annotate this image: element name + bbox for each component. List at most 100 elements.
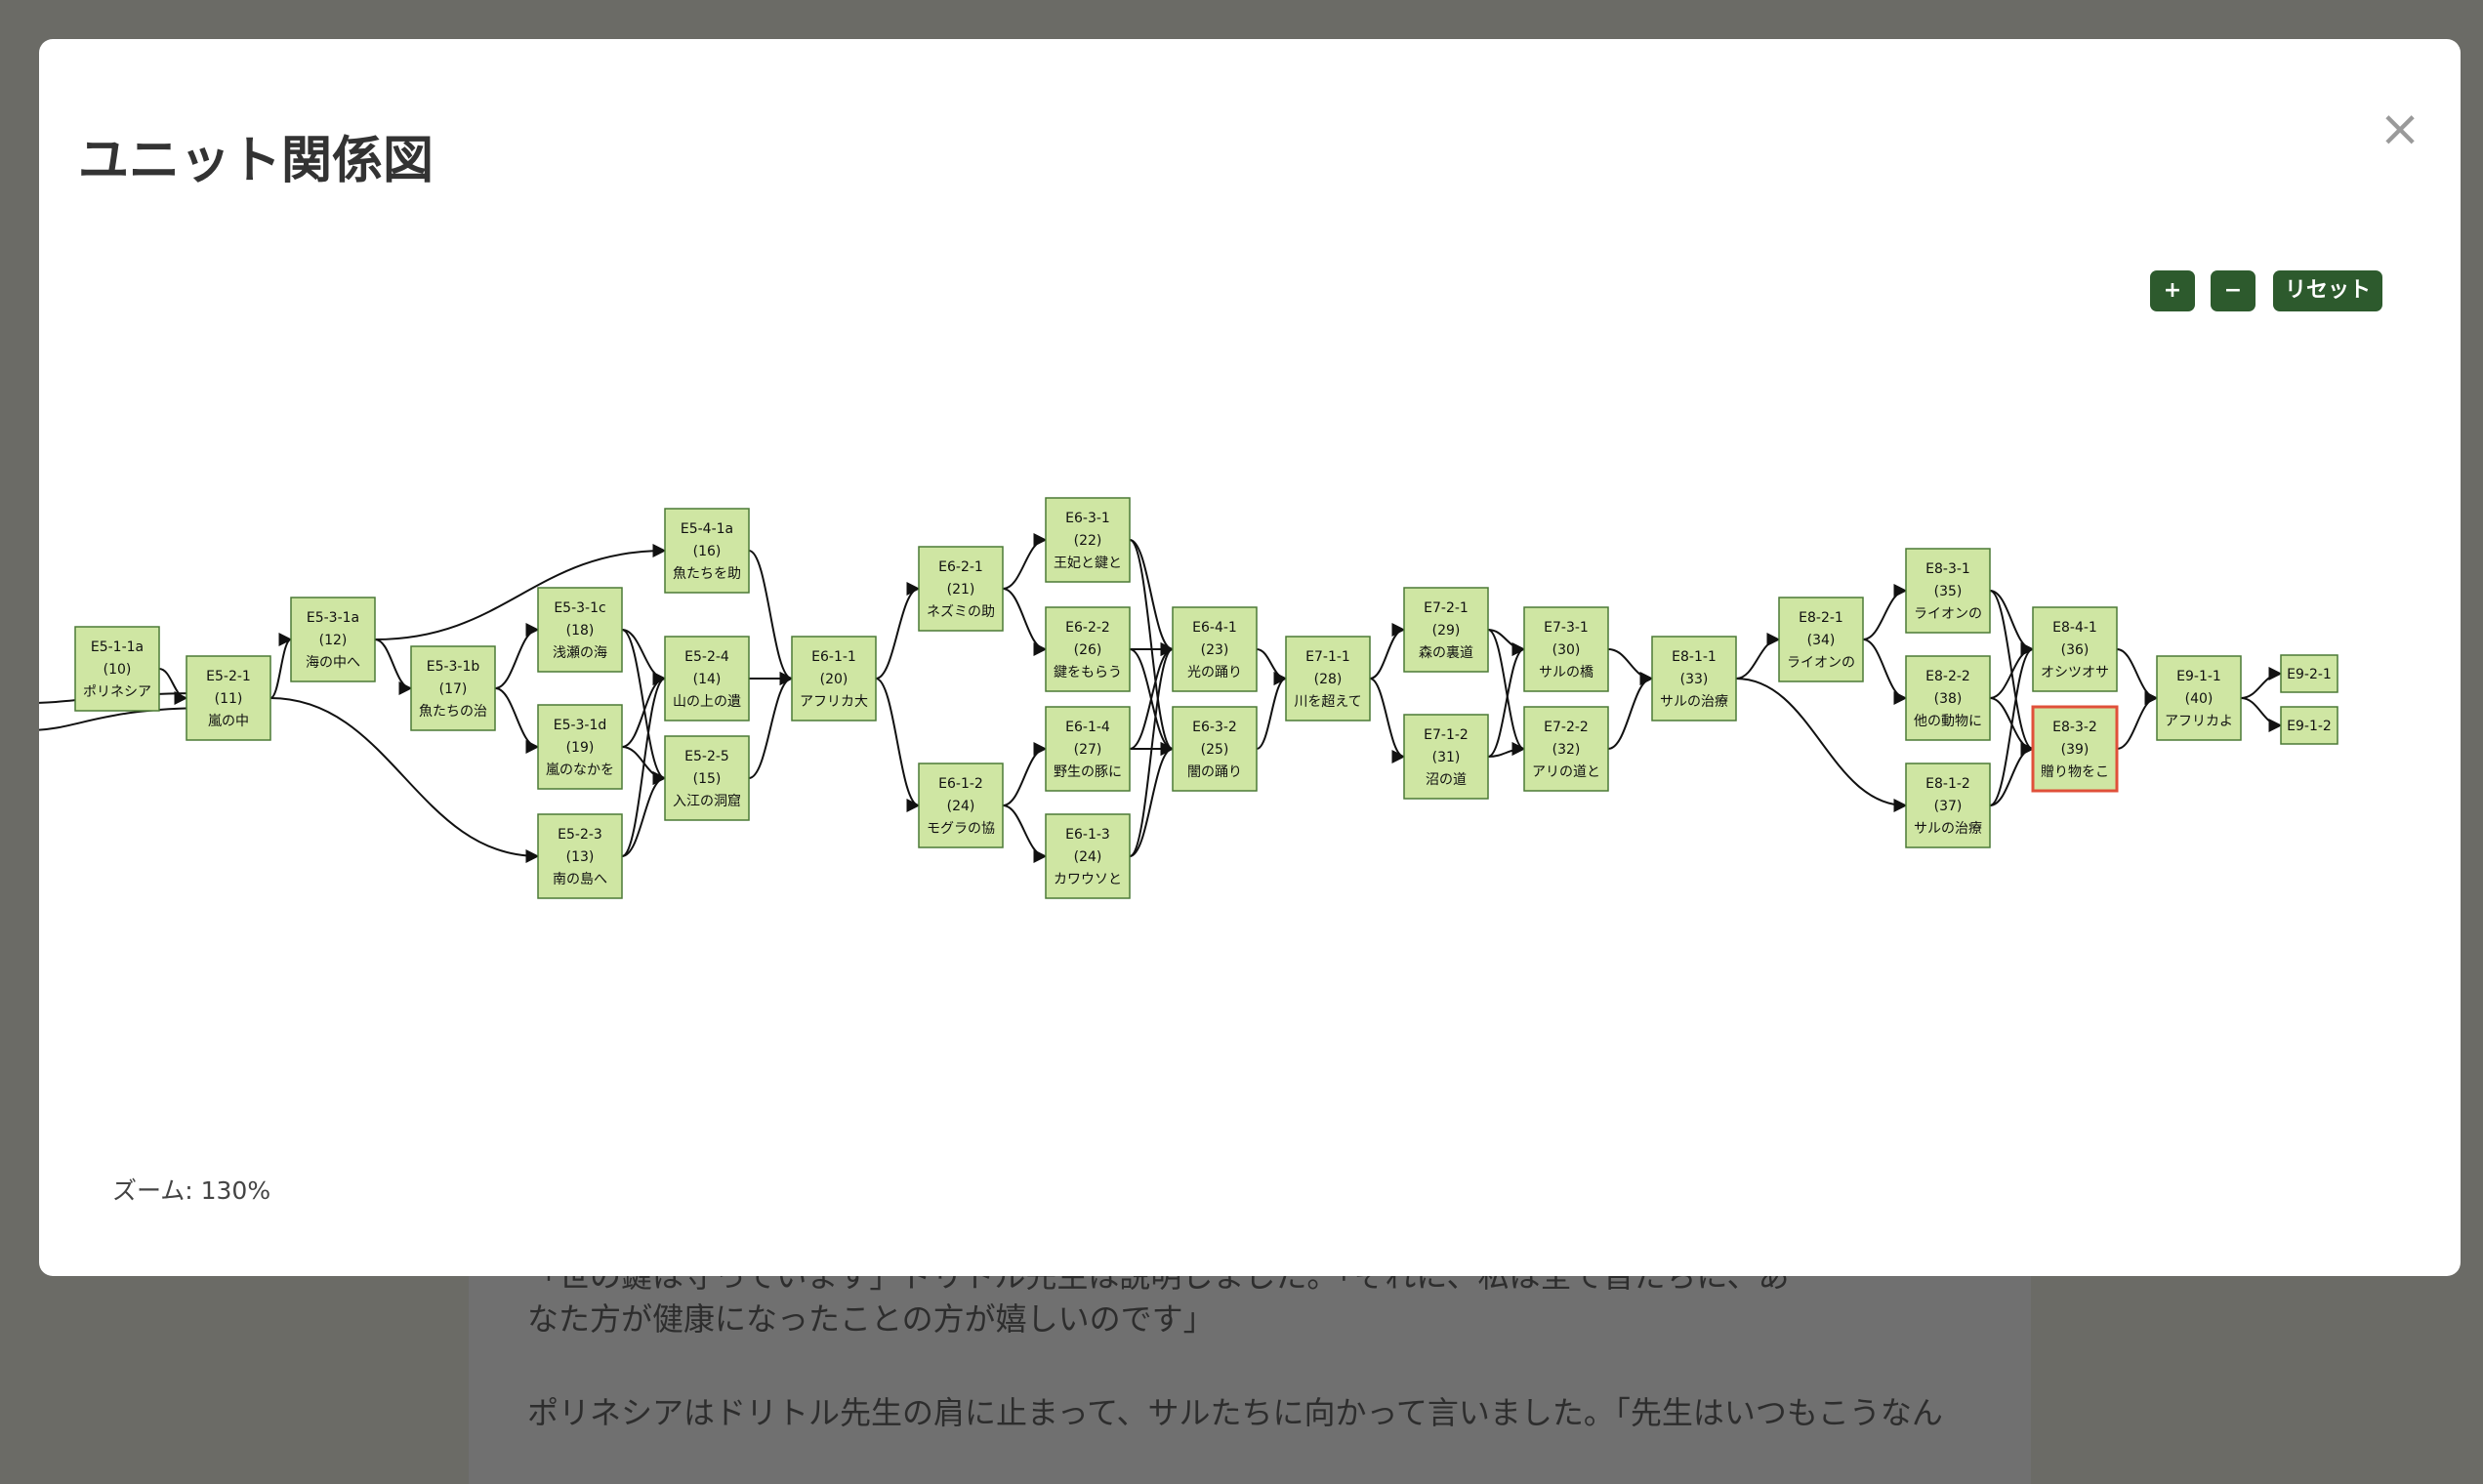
close-icon[interactable]: × xyxy=(2379,100,2421,158)
unit-node-box xyxy=(1045,606,1131,692)
unit-node-id: E5-2-4 xyxy=(684,649,729,665)
edge-line xyxy=(621,771,667,857)
unit-node[interactable]: E7-3-1(30)サルの橋 xyxy=(1523,606,1609,692)
unit-node-label: 嵐の中 xyxy=(208,714,249,729)
unit-node[interactable]: E6-1-1(20)アフリカ大 xyxy=(791,636,877,721)
unit-node[interactable]: E6-4-1(23)光の踊り xyxy=(1172,606,1258,692)
unit-node[interactable]: E5-2-3 (13) 南の島へ xyxy=(537,813,623,899)
unit-node-id: E5-2-1 xyxy=(206,669,251,684)
unit-node[interactable]: E8-2-2(38)他の動物に xyxy=(1905,655,1991,741)
unit-node[interactable]: E8-4-1(36)オシツオサ xyxy=(2032,606,2118,692)
unit-node[interactable]: E5-3-1a(12)海の中へ xyxy=(290,597,376,682)
unit-node[interactable]: E6-2-1(21)ネズミの助 xyxy=(918,546,1004,632)
edge-line xyxy=(1369,678,1406,763)
unit-node-id: E6-3-1 xyxy=(1065,511,1110,526)
unit-node-num: (27) xyxy=(1074,742,1102,758)
unit-node[interactable]: E7-2-2(32)アリの道と xyxy=(1523,706,1609,792)
unit-node-num: (37) xyxy=(1934,799,1963,814)
edge-line xyxy=(39,707,213,731)
unit-node-label: 贈り物をこ xyxy=(2041,764,2109,780)
unit-node-id: E5-3-1c xyxy=(554,600,605,616)
unit-node[interactable]: E5-2-4(14)山の上の遺 xyxy=(664,636,750,721)
unit-node-box xyxy=(918,763,1004,848)
unit-node[interactable]: E8-3-2(39)贈り物をこ xyxy=(2031,705,2119,793)
edge-line xyxy=(269,697,540,863)
unit-node[interactable]: E7-1-2(31)沼の道 xyxy=(1403,714,1489,800)
unit-node[interactable]: E7-1-1 (28) 川を超えて xyxy=(1285,636,1371,721)
unit-node-box xyxy=(791,636,877,721)
unit-node[interactable]: E7-2-1(29)森の裏道 xyxy=(1403,587,1489,673)
unit-node-num: (28) xyxy=(1314,672,1343,687)
unit-node-box xyxy=(2031,705,2119,793)
unit-node[interactable]: E5-2-1 (11) 嵐の中 xyxy=(186,655,271,741)
unit-node-label: サルの治療 xyxy=(1660,693,1728,710)
unit-node[interactable]: E5-3-1d(19)嵐のなかを xyxy=(537,704,623,790)
unit-node-box xyxy=(2156,655,2242,741)
unit-node[interactable]: E6-3-1(22)王妃と鍵と xyxy=(1045,497,1131,583)
unit-node-num: (35) xyxy=(1934,584,1963,599)
unit-node[interactable]: E8-3-1(35)ライオンの xyxy=(1905,548,1991,634)
zoom-in-button[interactable]: + xyxy=(2150,270,2195,311)
edge-line xyxy=(1002,588,1048,656)
unit-node-id: E5-3-1d xyxy=(554,718,607,733)
unit-node[interactable]: E6-1-4(27)野生の豚に xyxy=(1045,706,1131,792)
unit-node-num: (22) xyxy=(1074,533,1102,549)
unit-node-box xyxy=(1523,606,1609,692)
unit-node[interactable]: E6-1-2(24)モグラの協 xyxy=(918,763,1004,848)
unit-node[interactable]: E9-1-2 xyxy=(2280,706,2338,745)
unit-node-label: モグラの協 xyxy=(927,821,995,837)
edges-layer xyxy=(39,533,2283,863)
unit-node-box xyxy=(1045,813,1131,899)
unit-node[interactable]: E9-1-1(40)アフリカよ xyxy=(2156,655,2242,741)
unit-node-num: (17) xyxy=(439,681,468,697)
unit-node-num: (19) xyxy=(566,740,595,756)
unit-node-num: (13) xyxy=(566,849,595,865)
unit-node[interactable]: E8-1-2(37)サルの治療 xyxy=(1905,763,1991,848)
unit-node[interactable]: E6-3-2(25)闇の踊り xyxy=(1172,706,1258,792)
unit-node-id: E6-1-1 xyxy=(811,649,856,665)
unit-node-id: E9-1-1 xyxy=(2176,669,2221,684)
unit-node-id: E5-2-3 xyxy=(558,827,602,843)
edge-line xyxy=(1607,648,1654,685)
unit-node-label: サルの治療 xyxy=(1914,820,1982,837)
unit-node-id: E5-4-1a xyxy=(681,521,733,537)
unit-node-id: E7-1-1 xyxy=(1305,649,1350,665)
edge-line xyxy=(1129,539,1175,756)
unit-relation-diagram[interactable]: E5-1-1a(10)ポリネシア E5-2-1 (11) 嵐の中 E5-3-1a(12)… xyxy=(39,39,2461,1276)
edge-line xyxy=(158,668,188,705)
unit-node[interactable]: E6-2-2(26)鍵をもらう xyxy=(1045,606,1131,692)
unit-node-id: E6-2-2 xyxy=(1065,620,1110,636)
unit-node[interactable]: E5-3-1b(17)魚たちの治 xyxy=(410,645,496,731)
zoom-out-button[interactable]: − xyxy=(2211,270,2255,311)
unit-node[interactable]: E8-1-1(33)サルの治療 xyxy=(1651,636,1737,721)
unit-node-box xyxy=(2280,654,2338,693)
unit-node-label: オシツオサ xyxy=(2041,665,2109,680)
unit-node[interactable]: E5-2-5(15)入江の洞窟 xyxy=(664,735,750,821)
unit-node-num: (11) xyxy=(215,691,243,707)
edge-line xyxy=(1129,539,1175,656)
edge-line xyxy=(875,582,921,680)
unit-node[interactable]: E5-4-1a(16)魚たちを助 xyxy=(664,508,750,594)
unit-node[interactable]: E6-1-3(24)カワウソと xyxy=(1045,813,1131,899)
edge-line xyxy=(1369,623,1406,680)
unit-node-num: (21) xyxy=(947,582,975,598)
unit-node[interactable]: E5-3-1c(18)浅瀬の海 xyxy=(537,587,623,673)
unit-node-label: 浅瀬の海 xyxy=(553,645,607,661)
unit-node-label: 南の島へ xyxy=(553,872,607,887)
unit-node-label: 鍵をもらう xyxy=(1054,665,1122,680)
unit-node-box xyxy=(1403,714,1489,800)
unit-node[interactable]: E5-1-1a(10)ポリネシア xyxy=(74,626,160,712)
unit-node-num: (29) xyxy=(1432,623,1461,639)
unit-node[interactable]: E9-2-1 xyxy=(2280,654,2338,693)
edge-line xyxy=(1735,678,1908,812)
unit-node-id: E7-1-2 xyxy=(1424,727,1469,743)
unit-node-label: 川を超えて xyxy=(1294,694,1361,710)
unit-node-num: (16) xyxy=(693,544,722,559)
edge-line xyxy=(2240,667,2283,699)
unit-node[interactable]: E8-2-1(34)ライオンの xyxy=(1778,597,1864,682)
unit-node-id: E9-2-1 xyxy=(2287,667,2332,682)
unit-node-num: (31) xyxy=(1432,750,1461,765)
reset-button[interactable]: リセット xyxy=(2273,270,2382,311)
edge-line xyxy=(1735,633,1781,680)
unit-node-num: (39) xyxy=(2061,742,2090,758)
